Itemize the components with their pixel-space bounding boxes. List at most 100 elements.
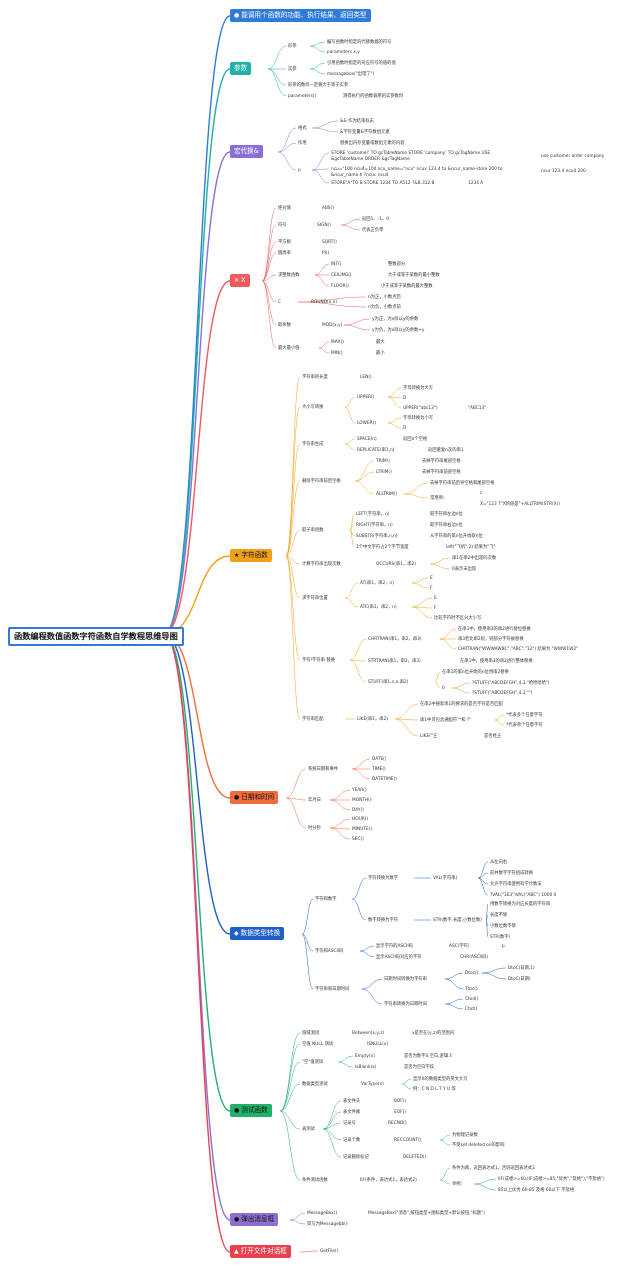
connector-line (481, 972, 507, 980)
connector-line (403, 482, 429, 495)
node: 求整数函数 (278, 273, 300, 278)
connector-line (344, 438, 356, 445)
branch-macro[interactable]: 宏代换& (230, 145, 263, 158)
connector-line (261, 252, 277, 282)
connector-line (434, 671, 441, 683)
connector-line (349, 529, 355, 548)
node: DATE() (372, 757, 387, 762)
node: 记录删除标记 (343, 1155, 369, 1160)
node: SIGN() (317, 223, 331, 228)
connector-line (261, 274, 277, 282)
connector-line (351, 877, 367, 900)
node: 记录个数 (343, 1138, 361, 1143)
connector-line (277, 142, 297, 153)
branch-message[interactable]: ●弹出消息框 (230, 1213, 279, 1226)
connector-line (394, 703, 419, 720)
node: 是否姓王 (484, 734, 502, 739)
connector-line (311, 152, 330, 171)
node: LOWER() (357, 421, 376, 426)
connector-line (279, 1043, 301, 1112)
branch-test-label: 测试函数 (241, 1106, 268, 1114)
node: LIKE("王 (420, 734, 438, 739)
node: 取字符串右边n位 (430, 523, 463, 528)
node: 是否为空白字段 (404, 1065, 435, 1070)
connector-line (285, 480, 301, 557)
node: 字符转换为数字 (368, 876, 399, 881)
node: 年月日 (308, 798, 321, 803)
branch-intro-label: 能调用个函数的功能、执行结果、返回类型 (241, 11, 367, 19)
connector-line (279, 1083, 301, 1112)
node: 为物理记录数 (452, 1133, 478, 1138)
node: 最大 (376, 340, 385, 345)
node: 记录号 (343, 1121, 356, 1126)
connector-line (329, 799, 351, 811)
branch-macro-label: 宏代换& (234, 147, 259, 155)
branch-datetime[interactable]: ●日期和时间 (230, 791, 279, 804)
connector-line (434, 681, 441, 689)
node: 形参的数目一定要大于等于实参 (288, 83, 349, 88)
connector-line (322, 1122, 342, 1130)
connector-line (401, 1078, 412, 1085)
node: "ABC13" (468, 406, 487, 411)
node: 表测试 (302, 1127, 315, 1132)
connector-line (267, 68, 287, 97)
branch-string[interactable]: ★字符函数 (230, 549, 272, 562)
root-topic[interactable]: 函数编程数值函数字符函数自学教程思维导图 (8, 627, 184, 646)
node: STR(数字,长度,小数位数) (433, 918, 482, 923)
node: 作用 (298, 141, 307, 146)
connector-line (285, 555, 301, 565)
star-icon: ★ (234, 552, 240, 559)
node: 代表正负零 (362, 228, 384, 233)
connector-line (439, 1134, 451, 1141)
node: CHRTRAN(串1，串2，串3) (368, 637, 422, 642)
node: n为正，小数点后 (368, 295, 401, 300)
branch-x[interactable]: ✕X (230, 274, 250, 287)
node: 符号 (278, 223, 287, 228)
connector-line (318, 341, 330, 349)
node: 小于或等于某数的最大整数 (381, 284, 433, 289)
branch-intro[interactable]: ●能调用个函数的功能、执行结果、返回类型 (230, 9, 371, 22)
node: VarType(x) (361, 1082, 384, 1087)
node: &字符变量&字符数组元素 (340, 130, 390, 135)
connector-line (351, 758, 371, 770)
node: 测得执行的函数调用的实参数目 (343, 94, 404, 99)
node: ASC(字符) (449, 944, 470, 949)
branch-convert[interactable]: ◆数据类型转换 (230, 927, 285, 940)
node: 不受set deleted on的影响 (452, 1143, 505, 1148)
node: 去掉字符串前部空格 (422, 470, 461, 475)
branch-file[interactable]: ▲打开文件对话框 (230, 1245, 291, 1258)
node: MessageBox() (307, 1211, 338, 1216)
connector-line (277, 151, 297, 171)
connector-line (411, 597, 433, 608)
node: 实参 (288, 67, 297, 72)
connector-line (451, 682, 471, 689)
node: DELETED() (403, 1155, 427, 1160)
node: OCCURS(串1，串2) (376, 562, 416, 567)
connector-line (387, 387, 402, 398)
node: TIME() (372, 767, 386, 772)
node: 字符串匹配 (302, 717, 324, 722)
node: RECCOUNT() (394, 1138, 422, 1143)
node: LEN() (360, 375, 372, 380)
connector-line (439, 628, 457, 640)
connector-line (309, 41, 326, 47)
node: p (298, 168, 301, 173)
branch-params[interactable]: 参数 (230, 62, 252, 75)
connector-line (401, 1083, 412, 1090)
branch-test[interactable]: ●测试函数 (230, 1104, 272, 1117)
node: 替换出内存变量或数组元素的内容 (340, 141, 405, 146)
connector-line (394, 718, 419, 721)
connector-line (337, 1061, 354, 1068)
node: SEC() (352, 837, 364, 842)
connector-line (267, 45, 287, 70)
node: 在串1的第n位开始的n位用串2替换 (442, 670, 509, 675)
connector-line (289, 1219, 306, 1225)
branch-string-label: 字符函数 (241, 551, 268, 559)
connector-line (301, 933, 314, 952)
node: 0 (442, 686, 445, 691)
connector-line (351, 768, 371, 780)
connector-line (285, 529, 301, 557)
node: ?VAL("1E3")VAL("ABC") 1000 0 (490, 893, 557, 898)
branch-connector (163, 633, 231, 1253)
node: IIF(条件，表达式1，表达式2) (360, 1178, 417, 1183)
